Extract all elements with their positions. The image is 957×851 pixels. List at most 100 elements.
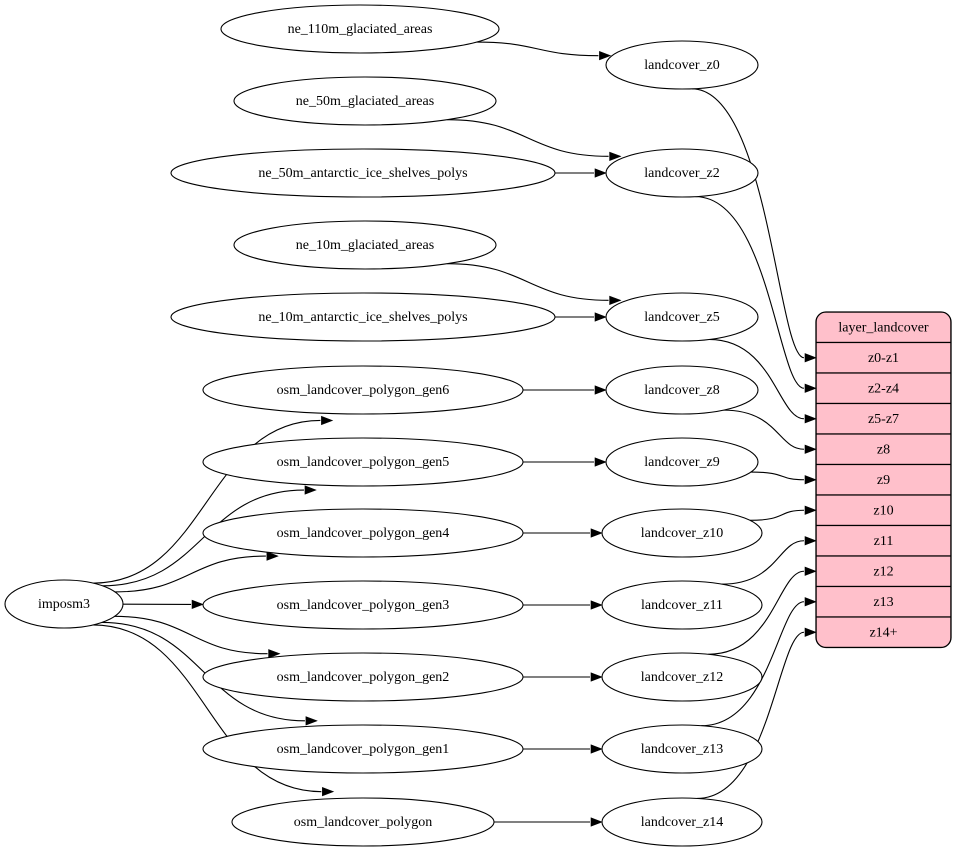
table-row[interactable]	[816, 616, 951, 648]
arrowhead-landcover_z13	[590, 744, 603, 754]
node-landcover_z14[interactable]: landcover_z14	[601, 797, 763, 847]
node-ellipse	[170, 148, 556, 198]
node-label: osm_landcover_polygon_gen4	[277, 526, 450, 541]
table-row-label: z13	[873, 595, 893, 610]
node-ellipse	[605, 365, 759, 415]
arrowhead-osm_landcover_polygon_gen6	[321, 415, 334, 426]
node-label: osm_landcover_polygon_gen1	[277, 742, 450, 757]
node-ne_10m_antarctic_ice_shelves_polys[interactable]: ne_10m_antarctic_ice_shelves_polys	[170, 292, 556, 342]
node-imposm3[interactable]: imposm3	[4, 579, 124, 629]
node-label: osm_landcover_polygon	[294, 815, 432, 830]
arrowhead-z2-z4	[804, 383, 817, 393]
node-landcover_z12[interactable]: landcover_z12	[601, 652, 763, 702]
arrowhead-landcover_z10	[590, 528, 603, 538]
edge-ne_110m_glaciated_areas-to-landcover_z0	[476, 41, 599, 57]
node-ellipse	[202, 437, 524, 487]
node-ellipse	[4, 579, 124, 629]
table-row[interactable]	[816, 524, 951, 557]
arrowhead-z9	[804, 475, 817, 485]
arrowhead-landcover_z12	[590, 672, 603, 682]
node-label: landcover_z13	[641, 742, 723, 757]
arrowhead-landcover_z2	[594, 168, 607, 178]
node-landcover_z0[interactable]: landcover_z0	[605, 40, 759, 90]
node-ne_10m_glaciated_areas[interactable]: ne_10m_glaciated_areas	[233, 220, 497, 270]
arrowhead-osm_landcover_polygon_gen5	[304, 485, 317, 495]
node-landcover_z8[interactable]: landcover_z8	[605, 365, 759, 415]
table-row[interactable]	[816, 341, 951, 374]
edge-landcover_z9-to-z9	[751, 471, 805, 481]
node-osm_landcover_polygon_gen3[interactable]: osm_landcover_polygon_gen3	[202, 580, 524, 630]
edge-imposm3-to-osm_landcover_polygon_gen2	[114, 615, 268, 655]
table-row-label: z10	[873, 503, 893, 518]
node-landcover_z10[interactable]: landcover_z10	[601, 508, 763, 558]
edge-imposm3-to-osm_landcover_polygon_gen4	[114, 555, 266, 593]
node-label: landcover_z14	[641, 815, 723, 830]
arrowhead-z10	[804, 505, 817, 515]
node-ellipse	[202, 724, 524, 774]
node-landcover_z5[interactable]: landcover_z5	[605, 292, 759, 342]
arrowhead-landcover_z8	[594, 385, 607, 395]
node-ne_110m_glaciated_areas[interactable]: ne_110m_glaciated_areas	[220, 4, 500, 54]
node-landcover_z11[interactable]: landcover_z11	[601, 580, 763, 630]
table-row[interactable]	[816, 555, 951, 588]
arrowhead-z0-z1	[804, 353, 817, 363]
arrowhead-osm_landcover_polygon_gen4	[266, 551, 279, 561]
arrowhead-z5-z7	[804, 414, 817, 424]
table-row[interactable]	[816, 494, 951, 527]
edge-landcover_z14-to-z14+	[697, 631, 805, 799]
table-header-label: layer_landcover	[838, 320, 929, 335]
node-landcover_z2[interactable]: landcover_z2	[605, 148, 759, 198]
edge-landcover_z5-to-z5-z7	[708, 338, 805, 420]
node-ellipse	[233, 220, 497, 270]
edge-ne_10m_glaciated_areas-to-landcover_z5	[447, 263, 609, 301]
arrowhead-z11	[804, 536, 817, 546]
node-label: ne_50m_antarctic_ice_shelves_polys	[258, 166, 467, 181]
table-row-label: z8	[877, 442, 890, 457]
arrowhead-landcover_z5	[594, 312, 607, 322]
edge-imposm3-to-osm_landcover_polygon_gen1	[101, 621, 305, 722]
node-osm_landcover_polygon_gen2[interactable]: osm_landcover_polygon_gen2	[202, 652, 524, 702]
node-ellipse	[202, 580, 524, 630]
edge-ne_50m_glaciated_areas-to-landcover_z2	[447, 119, 609, 157]
arrowhead-z13	[804, 597, 817, 607]
node-label: landcover_z12	[641, 670, 723, 685]
node-osm_landcover_polygon_gen1[interactable]: osm_landcover_polygon_gen1	[202, 724, 524, 774]
node-ellipse	[601, 580, 763, 630]
node-osm_landcover_polygon_gen5[interactable]: osm_landcover_polygon_gen5	[202, 437, 524, 487]
edge-imposm3-to-osm_landcover_polygon	[92, 624, 322, 793]
node-label: landcover_z10	[641, 526, 723, 541]
node-landcover_z9[interactable]: landcover_z9	[605, 437, 759, 487]
table-cells	[816, 312, 951, 648]
node-label: ne_10m_glaciated_areas	[296, 238, 434, 253]
table-row-label: z14+	[869, 625, 897, 640]
node-landcover_z13[interactable]: landcover_z13	[601, 724, 763, 774]
arrowhead-landcover_z2	[609, 151, 622, 161]
arrowhead-landcover_z5	[609, 295, 622, 305]
layer-landcover-table: layer_landcoverz0-z1z2-z4z5-z7z8z9z10z11…	[815, 311, 952, 649]
node-label: landcover_z8	[644, 383, 719, 398]
edge-imposm3-to-osm_landcover_polygon_gen6	[93, 419, 321, 584]
node-label: imposm3	[38, 597, 90, 612]
node-ellipse	[605, 292, 759, 342]
node-osm_landcover_polygon_gen4[interactable]: osm_landcover_polygon_gen4	[202, 508, 524, 558]
node-ellipse	[220, 4, 500, 54]
node-ellipse	[601, 508, 763, 558]
table-outline	[815, 311, 952, 649]
arrowhead-landcover_z0	[599, 51, 612, 61]
nodes-layer: imposm3 ne_110m_glaciated_areas ne_50m_gla…	[4, 4, 763, 847]
table-row[interactable]	[816, 372, 951, 405]
table-row[interactable]	[816, 402, 951, 435]
edge-landcover_z13-to-z13	[701, 601, 805, 727]
edge-landcover_z2-to-z2-z4	[695, 196, 805, 389]
arrowhead-osm_landcover_polygon	[322, 787, 335, 797]
node-label: osm_landcover_polygon_gen5	[277, 455, 450, 470]
node-osm_landcover_polygon[interactable]: osm_landcover_polygon	[231, 797, 495, 847]
node-osm_landcover_polygon_gen6[interactable]: osm_landcover_polygon_gen6	[202, 365, 524, 415]
node-ellipse	[202, 365, 524, 415]
edges-layer	[92, 41, 817, 827]
node-label: ne_110m_glaciated_areas	[288, 22, 433, 37]
node-ne_50m_antarctic_ice_shelves_polys[interactable]: ne_50m_antarctic_ice_shelves_polys	[170, 148, 556, 198]
table-row-label: z5-z7	[868, 412, 899, 427]
node-ne_50m_glaciated_areas[interactable]: ne_50m_glaciated_areas	[233, 76, 497, 126]
